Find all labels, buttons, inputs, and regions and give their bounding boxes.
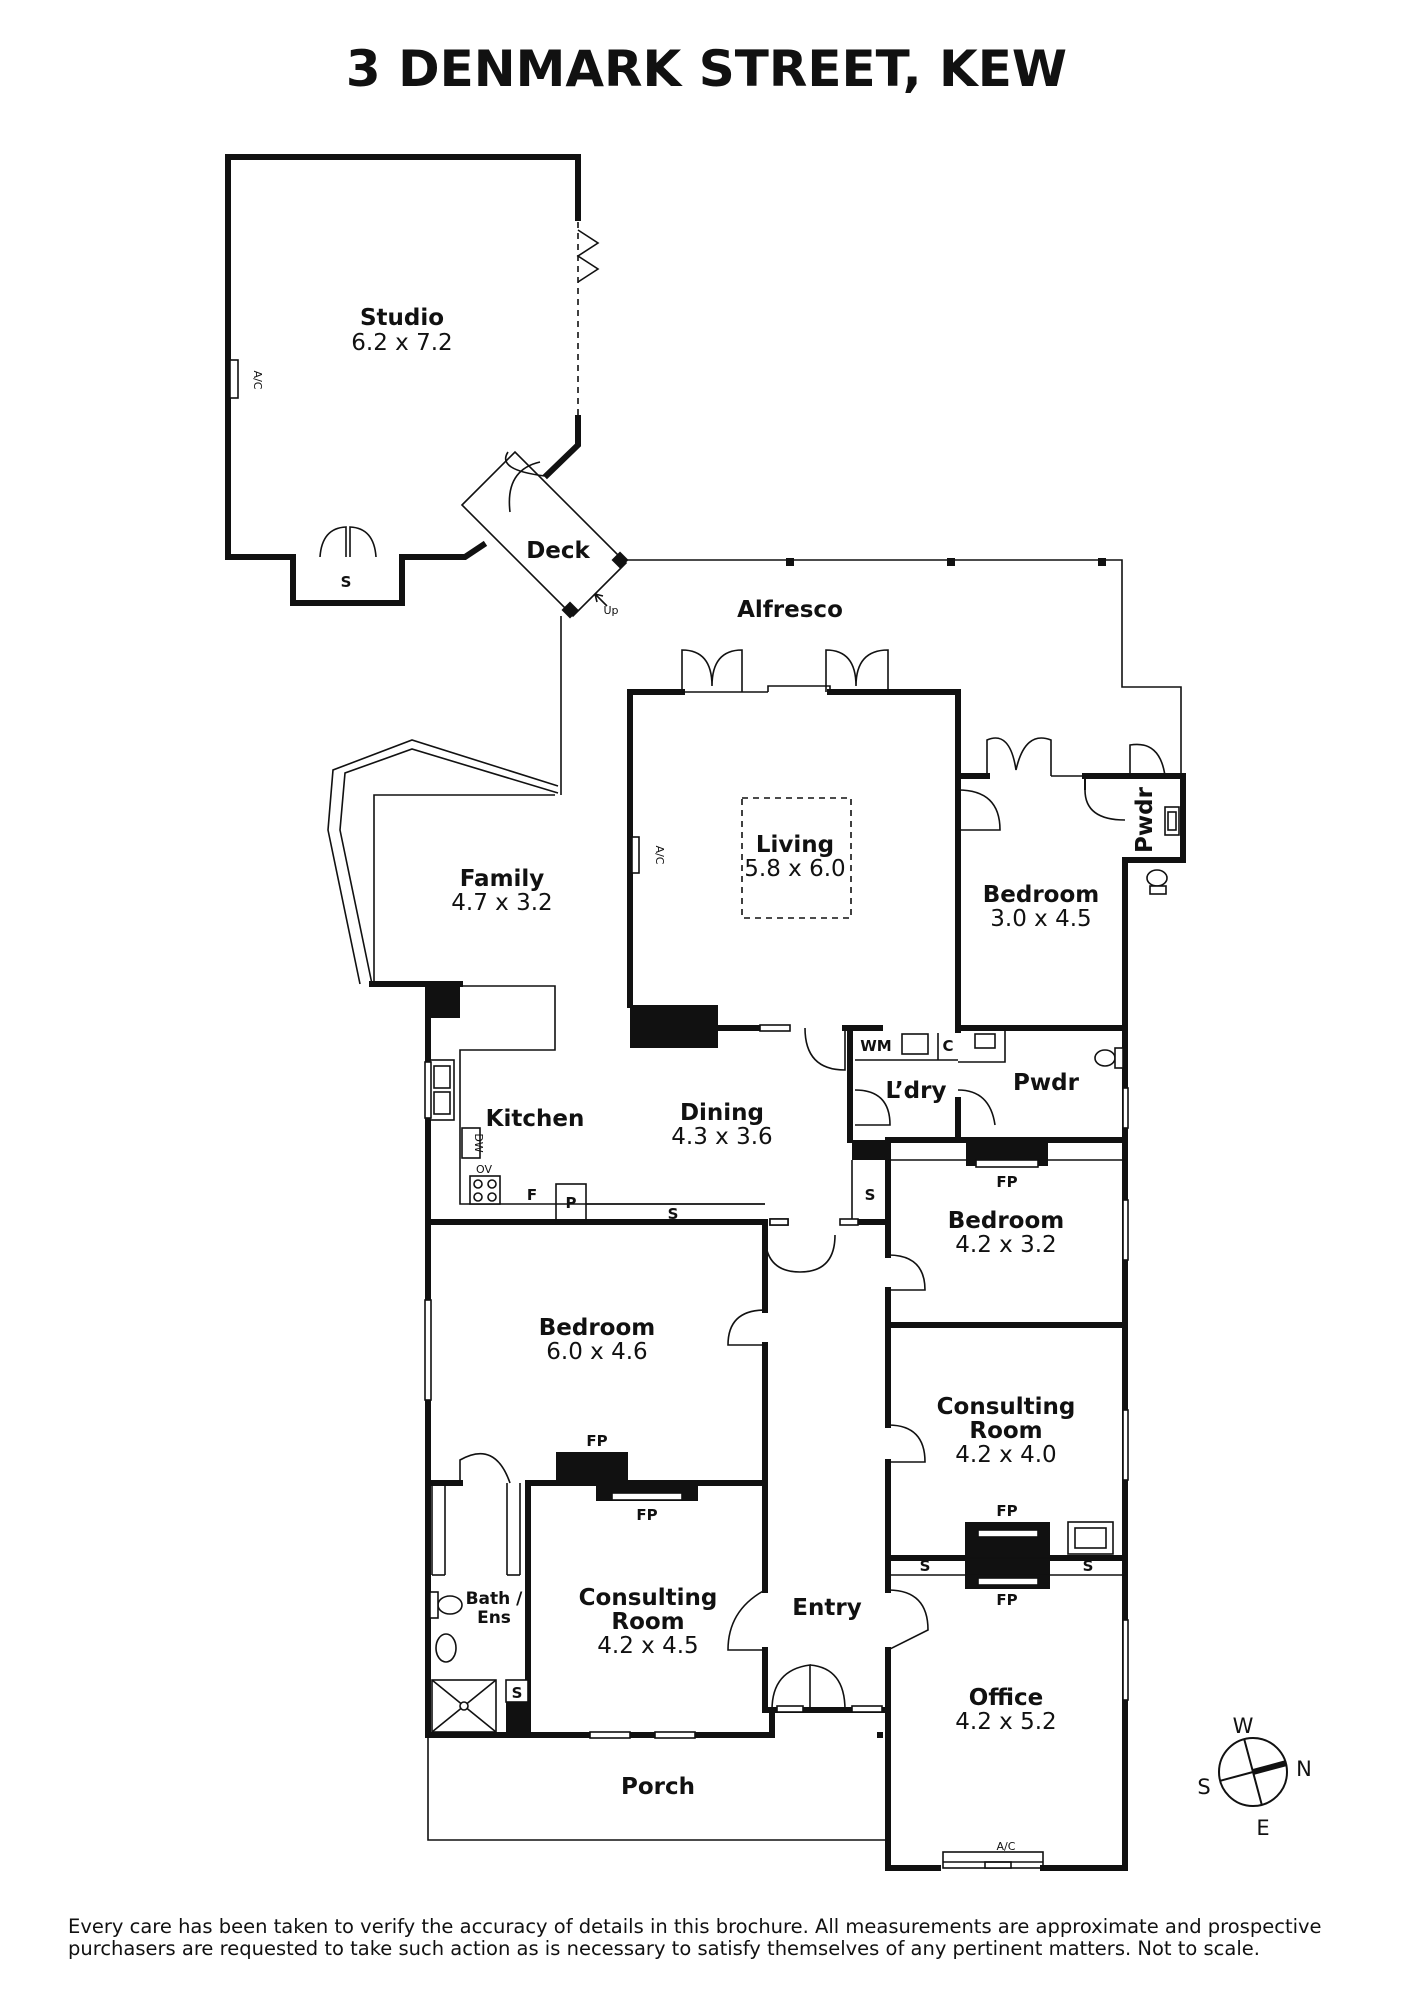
compass-s: S (1197, 1775, 1210, 1799)
bedroom-rear-name: Bedroom (983, 882, 1100, 908)
laundry-details: WM C (847, 1030, 1129, 1143)
main-bedroom-fp-label: FP (586, 1432, 607, 1450)
porch-outline (427, 1731, 888, 1841)
dishwasher-label: DW (472, 1133, 485, 1152)
deck-name: Deck (526, 538, 590, 564)
bedroom-main-dims: 6.0 x 4.6 (546, 1339, 647, 1365)
living-name: Living (756, 832, 834, 858)
consulting-left-name-1: Consulting (579, 1585, 718, 1611)
deck-area: Up (460, 450, 629, 619)
consulting-right-name-2: Room (969, 1418, 1042, 1444)
office-dims: 4.2 x 5.2 (955, 1709, 1056, 1735)
living-dims: 5.8 x 6.0 (744, 856, 845, 882)
compass-e: E (1256, 1816, 1269, 1840)
rear-bedroom-details (957, 737, 1180, 895)
alfresco-name: Alfresco (737, 597, 843, 623)
consulting-right-name-1: Consulting (937, 1394, 1076, 1420)
consulting-right-storage-left-label: S (920, 1557, 931, 1575)
alfresco-outline (560, 558, 1182, 795)
room-labels: Studio 6.2 x 7.2 Deck Alfresco Family 4.… (351, 305, 1158, 1800)
studio-walls: A/C S (225, 154, 600, 606)
kitchen-name: Kitchen (486, 1106, 585, 1132)
bath-storage-label: S (512, 1684, 523, 1702)
studio-ac-label: A/C (251, 371, 264, 390)
washing-machine-label: WM (860, 1037, 891, 1055)
kitchen-storage-label: S (668, 1205, 679, 1223)
consulting-right-details: FP S S FP (887, 1409, 1129, 1609)
oven-label: OV (476, 1163, 492, 1176)
family-bay (327, 739, 559, 985)
consulting-right-dims: 4.2 x 4.0 (955, 1442, 1056, 1468)
compass-n: N (1296, 1757, 1312, 1781)
bedroom-main-name: Bedroom (539, 1315, 656, 1341)
dining-name: Dining (680, 1100, 764, 1126)
office-ac-label: A/C (997, 1840, 1016, 1853)
studio-storage-label: S (341, 573, 352, 591)
dining-dims: 4.3 x 3.6 (671, 1124, 772, 1150)
consulting-right-storage-right-label: S (1083, 1557, 1094, 1575)
bath-name-1: Bath / (466, 1589, 524, 1609)
fridge-label: F (527, 1186, 537, 1204)
bath-details: S (429, 1483, 529, 1735)
pwdr-rear-name: Pwdr (1132, 786, 1158, 853)
pantry-label: P (566, 1194, 577, 1212)
pwdr-name: Pwdr (1013, 1070, 1080, 1096)
consulting-left-name-2: Room (611, 1609, 684, 1635)
studio-dims: 6.2 x 7.2 (351, 330, 452, 356)
deck-up-label: Up (603, 604, 618, 617)
consulting-left-dims: 4.2 x 4.5 (597, 1633, 698, 1659)
laundry-cupboard-label: C (942, 1037, 953, 1055)
bath-name-2: Ens (477, 1608, 511, 1628)
bedroom-mid-dims: 4.2 x 3.2 (955, 1232, 1056, 1258)
studio-name: Studio (360, 305, 444, 331)
disclaimer: Every care has been taken to verify the … (68, 1915, 1322, 1960)
family-name: Family (460, 866, 545, 892)
kitchen-details: DW OV F P S (424, 985, 765, 1223)
compass-w: W (1233, 1714, 1254, 1738)
mid-bedroom-details: FP S (851, 1140, 1129, 1291)
consulting-right-fp-label: FP (996, 1502, 1017, 1520)
office-fp-label: FP (996, 1591, 1017, 1609)
entry-details: A/C (727, 1218, 1129, 1869)
laundry-name: L’dry (886, 1078, 947, 1104)
living-ac-label: A/C (653, 846, 666, 865)
page-title: 3 DENMARK STREET, KEW (345, 40, 1068, 98)
entry-name: Entry (792, 1595, 861, 1621)
entry-storage-label: S (865, 1186, 876, 1204)
bedroom-mid-name: Bedroom (948, 1208, 1065, 1234)
living-details: A/C (630, 649, 958, 1071)
mid-bedroom-fp-label: FP (996, 1173, 1017, 1191)
porch-name: Porch (621, 1774, 695, 1800)
consulting-left-fp-label: FP (636, 1506, 657, 1524)
bedroom-rear-dims: 3.0 x 4.5 (990, 906, 1091, 932)
compass: W N S E (1197, 1714, 1312, 1840)
main-bedroom-details: FP FP (424, 1218, 859, 1524)
family-dims: 4.7 x 3.2 (451, 890, 552, 916)
office-name: Office (969, 1685, 1043, 1711)
